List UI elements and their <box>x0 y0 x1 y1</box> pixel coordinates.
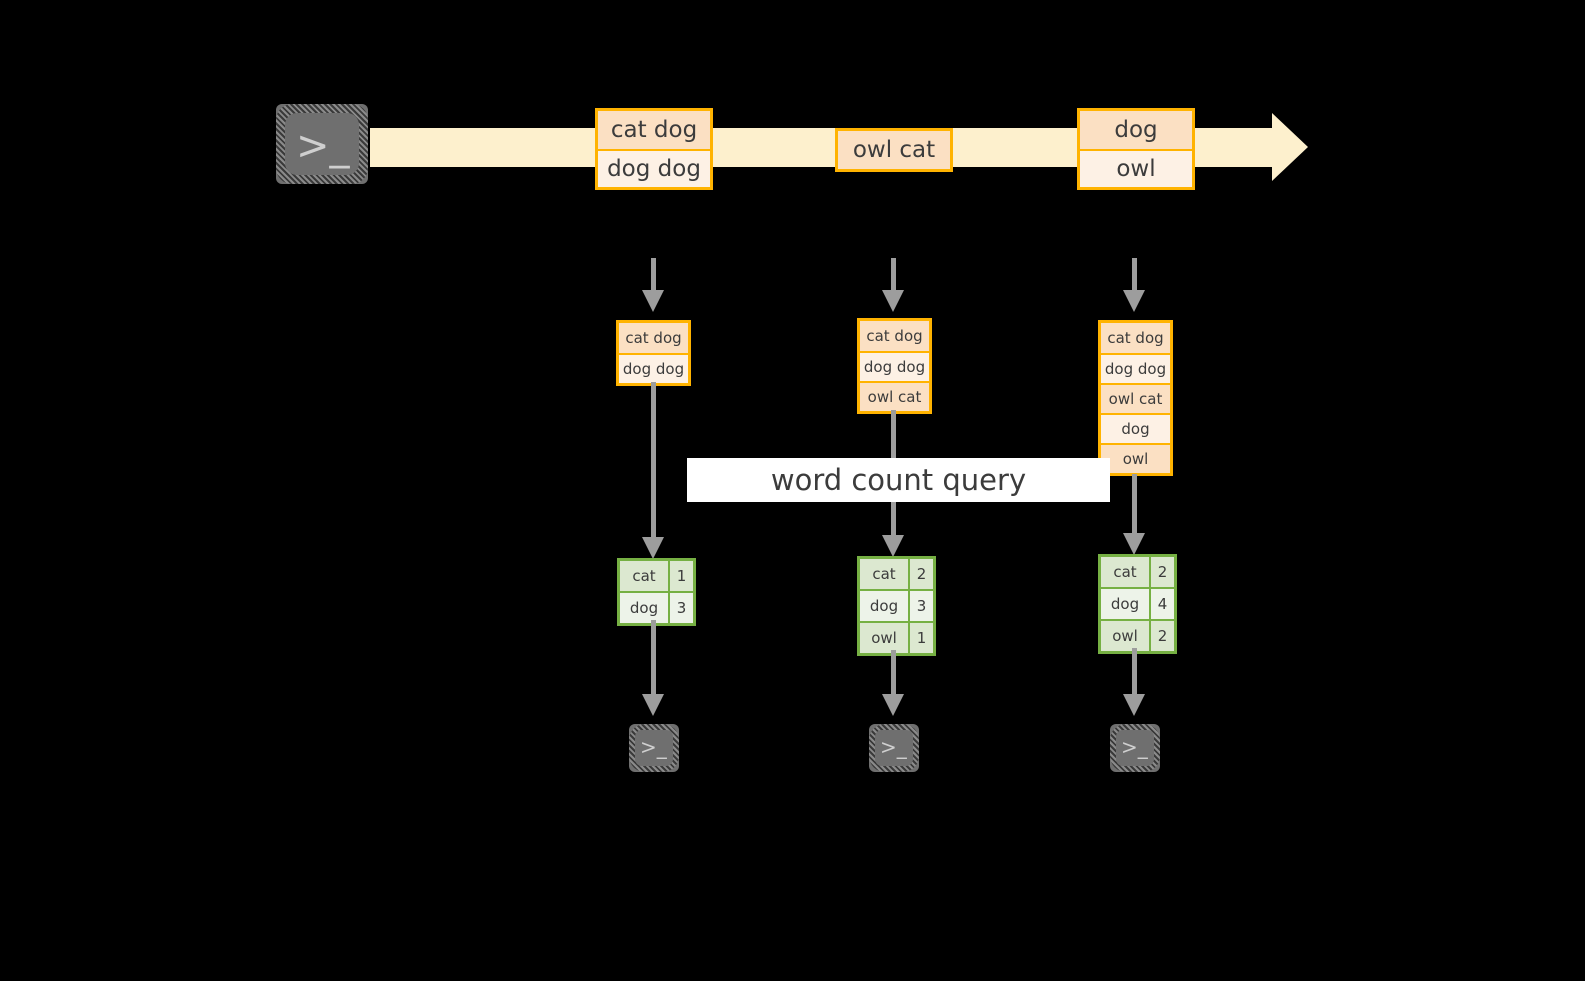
snapshot-line: cat dog <box>619 323 688 353</box>
column-2-snapshot: cat dog dog dog owl cat <box>857 318 932 414</box>
banner-label: word count query <box>770 463 1027 497</box>
stream-event-line: cat dog <box>598 111 710 149</box>
table-cell-key: cat <box>860 559 908 589</box>
column-3-query-arrowhead <box>1123 533 1145 555</box>
column-3-query-line <box>1132 474 1137 543</box>
snapshot-line: dog dog <box>860 351 929 381</box>
table-cell-value: 3 <box>908 591 933 621</box>
table-row: cat 2 <box>860 559 933 589</box>
column-1-outflow-line <box>651 620 656 698</box>
column-1-query-line <box>651 382 656 545</box>
snapshot-line: owl <box>1101 443 1170 473</box>
table-cell-value: 2 <box>908 559 933 589</box>
table-cell-key: cat <box>1101 557 1149 587</box>
snapshot-line: owl cat <box>1101 383 1170 413</box>
terminal-face <box>875 730 913 766</box>
column-1-inflow-line <box>651 258 656 290</box>
stream-event-3: dog owl <box>1077 108 1195 190</box>
table-row: dog 3 <box>620 591 693 623</box>
column-2-query-arrowhead <box>882 535 904 557</box>
table-cell-key: dog <box>1101 589 1149 619</box>
column-3-inflow-arrowhead <box>1123 290 1145 312</box>
table-row: dog 3 <box>860 589 933 621</box>
table-cell-key: cat <box>620 561 668 591</box>
table-cell-key: dog <box>620 593 668 623</box>
table-cell-value: 3 <box>668 593 693 623</box>
table-cell-value: 2 <box>1149 557 1174 587</box>
stream-event-line: dog dog <box>598 149 710 187</box>
snapshot-line: dog dog <box>619 353 688 383</box>
terminal-prompt-glyph: >_ <box>1121 735 1148 759</box>
table-cell-key: owl <box>860 623 908 653</box>
stream-event-2: owl cat <box>835 128 953 172</box>
column-3-result-table: cat 2 dog 4 owl 2 <box>1098 554 1177 654</box>
table-row: owl 2 <box>1101 619 1174 651</box>
snapshot-line: cat dog <box>1101 323 1170 353</box>
table-row: cat 2 <box>1101 557 1174 587</box>
table-cell-value: 1 <box>668 561 693 591</box>
word-count-query-banner: word count query <box>687 458 1110 502</box>
column-2-inflow-line <box>891 258 896 290</box>
column-3-sink-terminal-icon: >_ <box>1100 714 1170 782</box>
terminal-prompt-glyph: >_ <box>880 735 907 759</box>
table-cell-key: dog <box>860 591 908 621</box>
table-row: dog 4 <box>1101 587 1174 619</box>
column-2-sink-terminal-icon: >_ <box>859 714 929 782</box>
terminal-prompt-glyph: >_ <box>296 123 350 169</box>
column-2-outflow-arrowhead <box>882 694 904 716</box>
column-1-snapshot: cat dog dog dog <box>616 320 691 386</box>
column-3-snapshot: cat dog dog dog owl cat dog owl <box>1098 320 1173 476</box>
stream-event-line: owl <box>1080 149 1192 187</box>
table-row: owl 1 <box>860 621 933 653</box>
snapshot-line: cat dog <box>860 321 929 351</box>
snapshot-line: dog <box>1101 413 1170 443</box>
column-1-sink-terminal-icon: >_ <box>619 714 689 782</box>
table-cell-value: 4 <box>1149 589 1174 619</box>
stream-event-line: dog <box>1080 111 1192 149</box>
column-3-outflow-arrowhead <box>1123 694 1145 716</box>
stream-event-line: owl cat <box>838 131 950 169</box>
stream-arrowhead <box>1272 113 1308 181</box>
stream-event-1: cat dog dog dog <box>595 108 713 190</box>
column-1-outflow-arrowhead <box>642 694 664 716</box>
column-2-outflow-line <box>891 650 896 698</box>
column-2-result-table: cat 2 dog 3 owl 1 <box>857 556 936 656</box>
column-1-inflow-arrowhead <box>642 290 664 312</box>
source-terminal-icon: >_ <box>266 94 378 194</box>
snapshot-line: owl cat <box>860 381 929 411</box>
table-row: cat 1 <box>620 561 693 591</box>
terminal-prompt-glyph: >_ <box>640 735 667 759</box>
column-2-inflow-arrowhead <box>882 290 904 312</box>
column-3-inflow-line <box>1132 258 1137 290</box>
table-cell-key: owl <box>1101 621 1149 651</box>
terminal-face <box>1116 730 1154 766</box>
table-cell-value: 1 <box>908 623 933 653</box>
column-3-outflow-line <box>1132 648 1137 698</box>
snapshot-line: dog dog <box>1101 353 1170 383</box>
terminal-face <box>635 730 673 766</box>
column-1-query-arrowhead <box>642 537 664 559</box>
column-1-result-table: cat 1 dog 3 <box>617 558 696 626</box>
terminal-face <box>285 113 359 175</box>
table-cell-value: 2 <box>1149 621 1174 651</box>
